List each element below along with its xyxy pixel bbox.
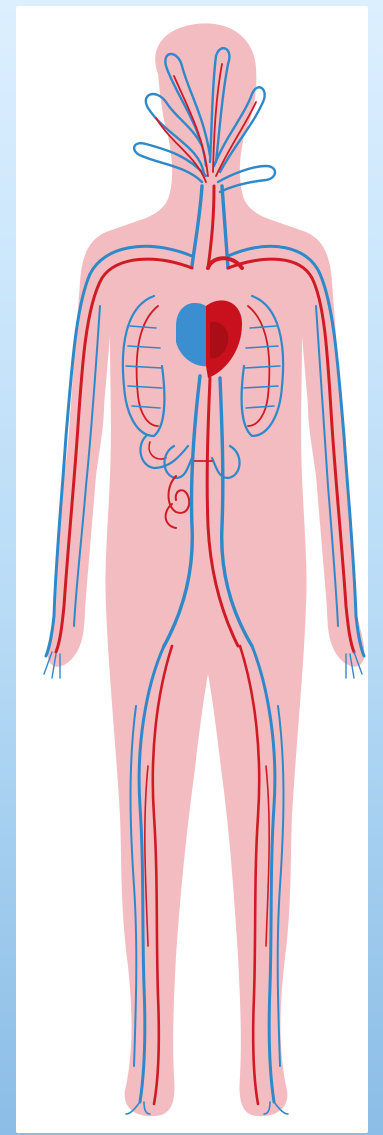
body-silhouette	[48, 23, 365, 1116]
circulatory-system-illustration	[16, 6, 368, 1133]
diagram-card	[16, 6, 368, 1133]
